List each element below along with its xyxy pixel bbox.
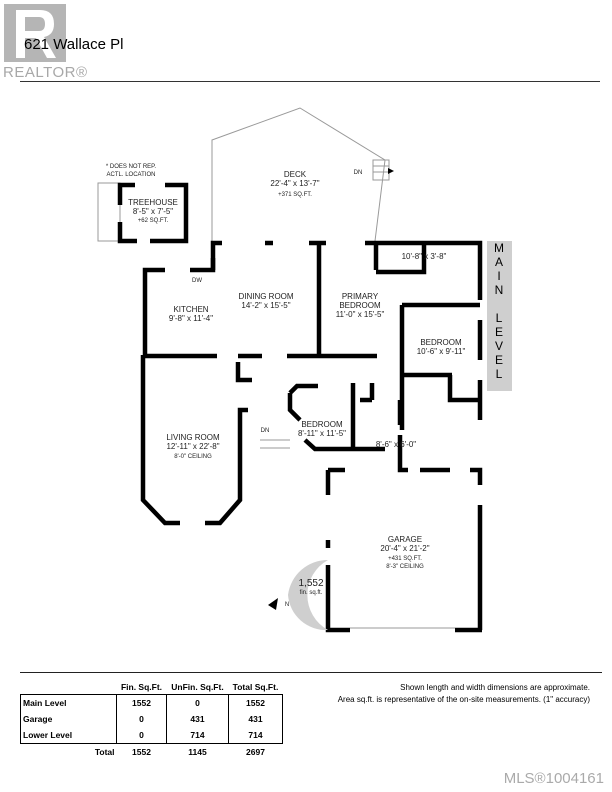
wall-segment [287, 383, 385, 452]
property-address: 621 Wallace Pl [24, 36, 124, 53]
floorplan-level_label-7: V [494, 339, 504, 353]
floorplan-rooms-closet: 10'-8" x 3'-8" [402, 252, 447, 261]
floorplan-rooms-dining-1: 14'-2" x 15'-5" [241, 301, 290, 310]
floorplan-rooms-garage-3: 8'-3" CEILING [386, 564, 424, 570]
wall-segment [117, 182, 189, 244]
floorplan-level_label-9: L [495, 367, 504, 381]
table-rows-0-3: 1552 [228, 694, 283, 711]
floorplan-rooms-bedroom1-0: BEDROOM [420, 338, 462, 347]
floorplan-rooms-deck-0: DECK [284, 170, 307, 179]
floorplan-level_label-5: L [495, 311, 504, 325]
area-summary-table: Fin. Sq.Ft. UnFin. Sq.Ft. Total Sq.Ft. Mai… [20, 680, 283, 760]
floorplan-rooms-primary-2: 11'-0" x 15'-5" [336, 310, 385, 319]
floorplan-note-1: ACTL. LOCATION [107, 172, 156, 178]
floorplan-level_label-2: I [497, 269, 502, 283]
deck-outline [211, 107, 386, 242]
floorplan-rooms-garage-1: 20'-4" x 21'-2" [380, 544, 429, 553]
floorplan-stairs_label: DN [354, 170, 363, 176]
floorplan-rooms-deck-2: +371 SQ.FT. [278, 192, 312, 198]
table-rows-2-2: 714 [166, 727, 229, 744]
floorplan-rooms-dining-0: DINING ROOM [238, 292, 293, 301]
floorplan-note-0: * DOES NOT REP. [106, 164, 156, 170]
floorplan-rooms-living-0: LIVING ROOM [166, 433, 220, 442]
table-rows-1-1: 0 [116, 711, 167, 727]
compass-north-icon [268, 598, 278, 610]
floorplan-rooms-kitchen-0: KITCHEN [173, 305, 208, 314]
floorplan-area_badge-unit: fin. sq.ft. [300, 590, 323, 596]
table-rows-1-2: 431 [166, 711, 229, 727]
wall-segment [210, 240, 483, 420]
table-rows-0-0: Main Level [20, 694, 117, 711]
floorplan-level_label-0: M [494, 241, 505, 255]
wall-segment [373, 245, 480, 430]
table-headers-1: Fin. Sq.Ft. [120, 682, 163, 692]
floorplan-rooms-primary-0: PRIMARY [342, 292, 379, 301]
floorplan-area_badge-value: 1,552 [298, 578, 323, 589]
floorplan-rooms-primary-1: BEDROOM [339, 301, 381, 310]
floorplan-rooms-treehouse-2: +62 SQ.FT. [138, 218, 169, 224]
floorplan-level_label-6: E [494, 325, 504, 339]
realtor-logo-text: REALTOR® [3, 64, 88, 81]
floorplan-rooms-garage-0: GARAGE [388, 535, 422, 544]
table-total-0: Total [94, 747, 115, 757]
floorplan-rooms-deck-1: 22'-4" x 13'-7" [270, 179, 319, 188]
realtor-logo [4, 4, 66, 62]
table-headers-2: UnFin. Sq.Ft. [171, 682, 224, 692]
table-rows-1-0: Garage [20, 711, 117, 727]
floorplan-rooms-living-2: 8'-0" CEILING [174, 454, 212, 460]
floorplan-compass: N [285, 602, 289, 608]
floorplan-stairs_label: DN [261, 428, 270, 434]
wall-segment [140, 355, 248, 526]
wall-segment [372, 159, 390, 181]
wall-segment [235, 362, 252, 383]
floorplan-rooms-bedroom2-0: BEDROOM [301, 420, 343, 429]
disclaimer: Shown length and width dimensions are ap… [292, 682, 590, 706]
table-rows-2-3: 714 [228, 727, 283, 744]
disclaimer-0: Shown length and width dimensions are ap… [400, 683, 590, 692]
floorplan-rooms-laundry: 8'-6" x 6'-0" [376, 440, 416, 449]
table-rows-2-1: 0 [116, 727, 167, 744]
floorplan-rooms-garage-2: +431 SQ.FT. [388, 556, 422, 562]
wall-segment [16, 10, 56, 58]
floorplan-rooms-bedroom1-1: 10'-6" x 9'-11" [417, 347, 466, 356]
table-headers-0 [21, 680, 117, 695]
header-divider [20, 81, 600, 82]
floorplan-level_label-1: A [494, 255, 504, 269]
area-badge [288, 559, 328, 631]
floorplan-rooms-treehouse-1: 8'-5" x 7'-5" [133, 207, 173, 216]
stairs-arrow-icon [388, 168, 394, 174]
table-rows-1-3: 431 [228, 711, 283, 727]
table-rows-0-2: 0 [166, 694, 229, 711]
floorplan-rooms-kitchen-1: 9'-8" x 11'-4" [169, 314, 213, 323]
floorplan-dw_label: DW [192, 278, 202, 284]
floorplan-rooms-treehouse-0: TREEHOUSE [128, 198, 178, 207]
wall-segment [142, 258, 216, 355]
disclaimer-1: Area sq.ft. is representative of the on-… [337, 695, 590, 704]
table-total-3: 2697 [246, 747, 265, 757]
table-rows-2-0: Lower Level [20, 727, 117, 744]
floorplan-level_label-3: N [494, 283, 505, 297]
floorplan-rooms-living-1: 12'-11" x 22'-8" [166, 442, 219, 451]
table-total-2: 1145 [188, 747, 207, 757]
wall-segment [97, 182, 121, 242]
mls-number: MLS®1004161 [503, 770, 604, 787]
footer-divider [20, 672, 602, 673]
table-headers-3: Total Sq.Ft. [232, 682, 279, 692]
table-total-1: 1552 [132, 747, 151, 757]
table-rows-0-1: 1552 [116, 694, 167, 711]
table-total-row: Total 1552 1145 2697 [21, 744, 283, 761]
floorplan-level_label-8: E [494, 353, 504, 367]
deck-stairs [372, 159, 390, 181]
floorplan-rooms-bedroom2-1: 8'-11" x 11'-5" [298, 429, 346, 438]
